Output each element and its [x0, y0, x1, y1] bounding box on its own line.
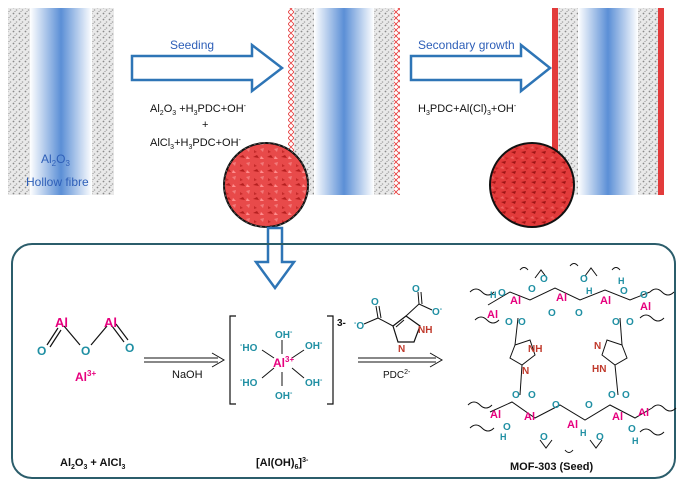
hollow-fibre-bare — [8, 8, 114, 195]
pdc-o-3: O — [371, 297, 379, 308]
mof-o-2: O — [528, 284, 536, 295]
mof-o-13: O — [512, 390, 520, 401]
pdc-n: N — [398, 344, 405, 355]
mof-o-3: O — [540, 274, 548, 285]
ho-lower-left: -HO — [240, 377, 258, 389]
mof-al-10: Al — [638, 407, 649, 419]
mof-o-21: O — [596, 432, 604, 443]
seeding-arrow — [130, 42, 285, 94]
fibre-label-al2o3: Al2O3 — [41, 152, 70, 168]
mof-o-17: O — [608, 390, 616, 401]
mof-n-left: N — [522, 366, 529, 377]
hollow-fibre-grown — [552, 8, 664, 195]
mof-h-3: H — [618, 276, 625, 286]
mof-o-22: O — [628, 424, 636, 435]
caption-mof303: MOF-303 (Seed) — [510, 461, 593, 473]
mof-al-7: Al — [524, 411, 535, 423]
seeding-plus: + — [202, 119, 208, 131]
o-atom-3: O — [125, 341, 134, 355]
al2o3-structure — [46, 323, 129, 348]
mof-o-10: O — [575, 308, 583, 319]
secondary-growth-label: Secondary growth — [418, 38, 515, 52]
membrane-zoom-circle — [489, 142, 575, 228]
mof-oxygen-group: O O O O O O O O O O O O O O O O O O O O … — [498, 274, 648, 443]
mof-h-1: H — [490, 290, 497, 300]
mof-h-4: H — [500, 432, 507, 442]
mof-h-2: H — [586, 286, 593, 296]
mof-o-11: O — [612, 317, 620, 328]
oh-bottom: OH- — [275, 390, 293, 402]
mof-o-5: O — [620, 286, 628, 297]
al-atom-1: Al — [55, 315, 68, 330]
seeding-eq-1: Al2O3 +H3PDC+OH- — [150, 103, 247, 117]
pdc-o-2: O- — [432, 306, 443, 318]
mof-o-1: O — [498, 288, 506, 299]
mof-o-19: O — [503, 422, 511, 433]
seeding-eq-2: AlCl3+H3PDC+OH- — [150, 137, 242, 151]
down-arrow — [253, 226, 297, 291]
hollow-fibre-seeded — [288, 8, 400, 195]
mof-o-4: O — [580, 274, 588, 285]
mof-o-8: O — [518, 317, 526, 328]
aloh6-complex — [229, 315, 334, 405]
o-atom-1: O — [37, 344, 46, 358]
complex-charge: 3- — [337, 318, 346, 329]
mof-hn-right: HN — [592, 364, 606, 375]
pdc-label: PDC2- — [383, 369, 411, 381]
al-ion: Al3+ — [75, 369, 96, 384]
mof-al-5: Al — [640, 301, 651, 313]
mof-h-5: H — [580, 428, 587, 438]
mof-o-18: O — [622, 390, 630, 401]
mof-o-20: O — [540, 432, 548, 443]
mof-n-right: N — [594, 341, 601, 352]
caption-al2o3-alcl3: Al2O3 + AlCl3 — [60, 457, 126, 471]
pdc-nh: NH — [418, 325, 432, 336]
mof-o-9: O — [548, 308, 556, 319]
al-atom-2: Al — [104, 315, 117, 330]
mof-al-4: Al — [487, 309, 498, 321]
mof-al-6: Al — [490, 409, 501, 421]
oh-lower-right: OH- — [305, 377, 323, 389]
naoh-arrow — [144, 352, 225, 368]
o-atom-2: O — [81, 344, 90, 358]
mof303-structure — [467, 263, 677, 453]
central-al: Al3+ — [273, 355, 294, 370]
mof-al-1: Al — [510, 295, 521, 307]
pdc-o-1: O — [412, 284, 420, 295]
mof-al-8: Al — [567, 419, 578, 431]
mof-o-12: O — [626, 317, 634, 328]
mof-al-3: Al — [600, 295, 611, 307]
caption-aloh6: [Al(OH)6]3- — [256, 457, 309, 471]
secondary-growth-arrow — [409, 42, 553, 94]
oh-upper-right: OH- — [305, 340, 323, 352]
mof-o-15: O — [552, 400, 560, 411]
fibre-label-hollow: Hollow fibre — [26, 175, 89, 189]
oh-top: OH- — [275, 329, 293, 341]
pdc-arrow — [358, 352, 443, 368]
mof-h-6: H — [632, 436, 639, 446]
ho-upper-left: -HO — [240, 342, 258, 354]
mof-o-6: O — [640, 290, 648, 301]
seeding-label: Seeding — [170, 38, 214, 52]
naoh-label: NaOH — [172, 369, 203, 381]
mechanism-frame — [11, 243, 676, 479]
mof-al-2: Al — [556, 292, 567, 304]
mof-nh-left: NH — [528, 344, 542, 355]
mof-o-7: O — [505, 317, 513, 328]
mof-o-16: O — [585, 400, 593, 411]
pdc-o-4: -O — [354, 320, 364, 332]
mof-o-14: O — [528, 390, 536, 401]
pdc-ligand — [363, 291, 433, 343]
mof-al-9: Al — [612, 411, 623, 423]
secondary-growth-eq: H3PDC+Al(Cl)3+OH- — [418, 103, 517, 117]
seed-zoom-circle — [223, 142, 309, 228]
